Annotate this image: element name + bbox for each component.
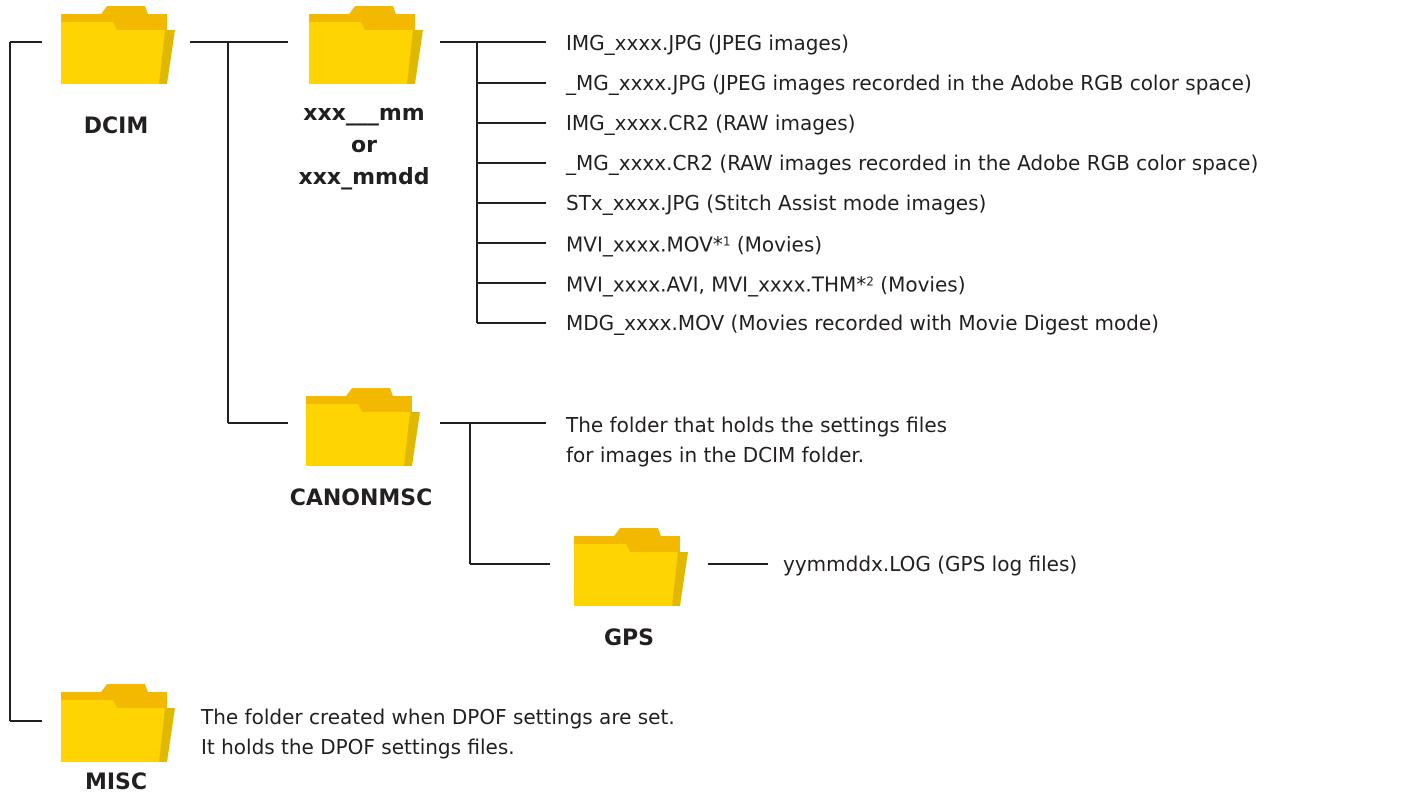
misc-description-line2: It holds the DPOF settings files. <box>201 735 515 759</box>
gps-folder-label: GPS <box>603 626 655 651</box>
misc-description: The folder created when DPOF settings ar… <box>201 702 675 762</box>
subfolder-label-line2: or <box>351 133 377 158</box>
file-entry-name: MVI_xxxx.MOV* <box>566 232 723 257</box>
gps-file-entry: yymmddx.LOG (GPS log files) <box>783 552 1078 576</box>
canonmsc-description-line2: for images in the DCIM folder. <box>566 443 865 467</box>
file-entry: IMG_xxxx.CR2 (RAW images) <box>566 111 856 135</box>
footnote-marker: 2 <box>866 274 874 289</box>
gps-folder-icon <box>568 522 690 610</box>
footnote-marker: 1 <box>722 234 731 249</box>
file-entry: STx_xxxx.JPG (Stitch Assist mode images) <box>566 191 987 215</box>
canonmsc-description-line1: The folder that holds the settings files <box>566 413 948 437</box>
file-entry-type: (Movies) <box>873 272 966 297</box>
subfolder-label-line1: xxx___mm <box>303 101 425 126</box>
dcim-folder-label: DCIM <box>83 114 149 139</box>
dcim-folder-icon <box>55 0 177 88</box>
file-entry: MVI_xxxx.MOV*1 (Movies) <box>566 230 822 257</box>
misc-folder-icon <box>55 678 177 766</box>
file-entry: IMG_xxxx.JPG (JPEG images) <box>566 31 849 55</box>
file-entry: MVI_xxxx.AVI, MVI_xxxx.THM*2 (Movies) <box>566 270 966 297</box>
file-entry: _MG_xxxx.JPG (JPEG images recorded in th… <box>566 71 1252 95</box>
file-entry-name: MVI_xxxx.AVI, MVI_xxxx.THM* <box>566 272 867 297</box>
canonmsc-description: The folder that holds the settings files… <box>566 410 947 470</box>
subfolder-folder-icon <box>303 0 425 88</box>
misc-description-line1: The folder created when DPOF settings ar… <box>201 705 675 729</box>
misc-folder-label: MISC <box>84 770 148 795</box>
subfolder-label: xxx___mm or xxx_mmdd <box>274 98 454 194</box>
file-entry: MDG_xxxx.MOV (Movies recorded with Movie… <box>566 311 1159 335</box>
file-entry: _MG_xxxx.CR2 (RAW images recorded in the… <box>566 151 1259 175</box>
canonmsc-folder-icon <box>300 382 422 470</box>
file-entry-type: (Movies) <box>730 232 823 257</box>
subfolder-label-line3: xxx_mmdd <box>298 165 430 190</box>
canonmsc-folder-label: CANONMSC <box>289 486 433 511</box>
